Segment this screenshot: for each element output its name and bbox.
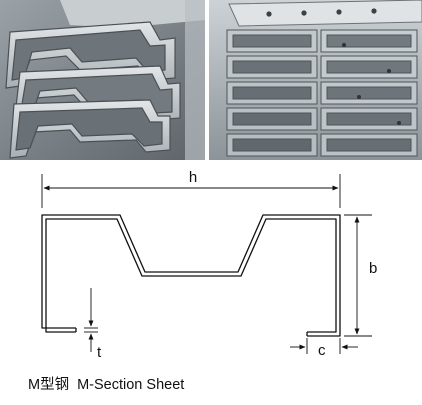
m-section-drawing: h b t c xyxy=(0,160,422,400)
caption: M型钢 M-Section Sheet xyxy=(28,373,184,394)
dimension-label-b: b xyxy=(369,260,377,277)
caption-chinese: M型钢 xyxy=(28,377,70,393)
dimension-label-t: t xyxy=(97,344,102,361)
caption-english: M-Section Sheet xyxy=(77,377,185,393)
photo-stacked-profiles-right xyxy=(209,0,422,160)
dimension-label-c: c xyxy=(318,342,326,359)
dimension-b xyxy=(344,214,372,337)
dimension-t xyxy=(84,288,98,352)
dimension-h xyxy=(41,174,341,208)
section-profile xyxy=(41,214,341,337)
punched-hole xyxy=(266,11,272,17)
dimension-label-h: h xyxy=(189,169,197,186)
photo-stacked-profiles-left xyxy=(0,0,205,160)
dimension-c xyxy=(290,338,358,354)
